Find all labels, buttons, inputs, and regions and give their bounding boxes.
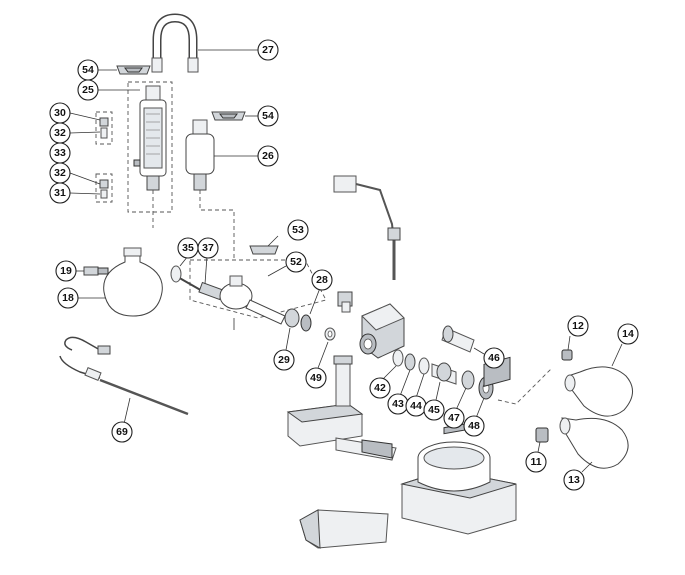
callout-47: 47 — [443, 407, 465, 429]
receiving-flask-part — [559, 417, 629, 473]
ring-seal-part — [399, 353, 416, 397]
callout-49: 49 — [305, 367, 327, 389]
adapter-part — [431, 362, 457, 401]
callout-69: 69 — [111, 421, 133, 443]
callout-45: 45 — [423, 399, 445, 421]
callout-27: 27 — [257, 39, 279, 61]
svg-text:25: 25 — [82, 84, 94, 96]
callout-52: 52 — [285, 251, 307, 273]
callout-43: 43 — [387, 393, 409, 415]
callout-54: 54 — [77, 59, 99, 81]
clamp-part — [249, 235, 279, 255]
callout-25: 25 — [77, 79, 99, 101]
clip-part — [535, 427, 549, 453]
callout-13: 13 — [563, 469, 585, 491]
callout-14: 14 — [617, 323, 639, 345]
callout-48: 48 — [463, 415, 485, 437]
heating-bath-part — [400, 356, 517, 535]
svg-text:54: 54 — [262, 110, 274, 122]
callout-42: 42 — [369, 377, 391, 399]
svg-text:18: 18 — [62, 292, 74, 304]
svg-text:52: 52 — [290, 256, 302, 268]
callout-28: 28 — [311, 269, 333, 291]
callout-30: 30 — [49, 102, 71, 124]
callout-33: 33 — [49, 142, 71, 164]
round-flask-part — [78, 247, 163, 317]
svg-text:32: 32 — [54, 127, 66, 139]
evaporating-flask-part — [564, 343, 633, 417]
stopper-part — [76, 266, 109, 276]
svg-text:35: 35 — [182, 242, 194, 254]
ring-seal-part — [381, 349, 404, 381]
callout-32: 32 — [49, 122, 71, 144]
ring-seal-part — [415, 357, 430, 399]
svg-text:19: 19 — [60, 265, 72, 277]
callout-26: 26 — [257, 145, 279, 167]
lift-stand-base-part — [286, 355, 397, 461]
bulb-condenser-part — [185, 119, 258, 191]
elbow-fitting-part — [337, 291, 353, 313]
clip-part — [561, 335, 573, 361]
vertical-condenser-part — [98, 85, 167, 191]
svg-text:28: 28 — [316, 274, 328, 286]
svg-text:31: 31 — [54, 187, 66, 199]
svg-text:32: 32 — [54, 167, 66, 179]
callout-18: 18 — [57, 287, 79, 309]
svg-text:49: 49 — [310, 372, 322, 384]
svg-text:48: 48 — [468, 420, 480, 432]
svg-text:12: 12 — [572, 320, 584, 332]
clamp-part — [98, 65, 151, 75]
svg-text:33: 33 — [54, 147, 66, 159]
callout-35: 35 — [177, 237, 199, 259]
svg-text:14: 14 — [622, 328, 634, 340]
callout-31: 31 — [49, 182, 71, 204]
clamp-stand-part — [333, 175, 401, 280]
seal-ring-part — [317, 327, 336, 369]
u-tube-condenser-part — [151, 13, 258, 73]
svg-text:53: 53 — [292, 224, 304, 236]
svg-text:45: 45 — [428, 404, 440, 416]
svg-text:44: 44 — [410, 400, 422, 412]
svg-text:43: 43 — [392, 398, 404, 410]
svg-text:11: 11 — [530, 456, 541, 468]
callout-29: 29 — [273, 349, 295, 371]
glass-joint-part — [441, 325, 485, 355]
nut-part — [455, 370, 475, 411]
svg-text:42: 42 — [374, 382, 386, 394]
callout-44: 44 — [405, 395, 427, 417]
callout-12: 12 — [567, 315, 589, 337]
callout-11: 11 — [525, 451, 547, 473]
valve-part — [69, 172, 109, 199]
drive-unit-part — [359, 303, 405, 359]
svg-text:13: 13 — [568, 474, 580, 486]
svg-text:30: 30 — [54, 107, 66, 119]
svg-text:27: 27 — [262, 44, 274, 56]
svg-text:47: 47 — [448, 412, 460, 424]
callout-37: 37 — [197, 237, 219, 259]
splash-guard-part — [299, 509, 389, 549]
callout-32: 32 — [49, 162, 71, 184]
svg-text:26: 26 — [262, 150, 274, 162]
svg-text:46: 46 — [488, 352, 500, 364]
vapor-duct-part — [170, 265, 312, 332]
svg-text:29: 29 — [278, 354, 290, 366]
stopcock-part — [69, 112, 109, 139]
callout-19: 19 — [55, 260, 77, 282]
temperature-probe-part — [59, 336, 189, 425]
svg-text:37: 37 — [202, 242, 214, 254]
callout-46: 46 — [483, 347, 505, 369]
callout-53: 53 — [287, 219, 309, 241]
clamp-part — [211, 111, 258, 121]
svg-text:69: 69 — [116, 426, 128, 438]
svg-text:54: 54 — [82, 64, 94, 76]
callout-54: 54 — [257, 105, 279, 127]
